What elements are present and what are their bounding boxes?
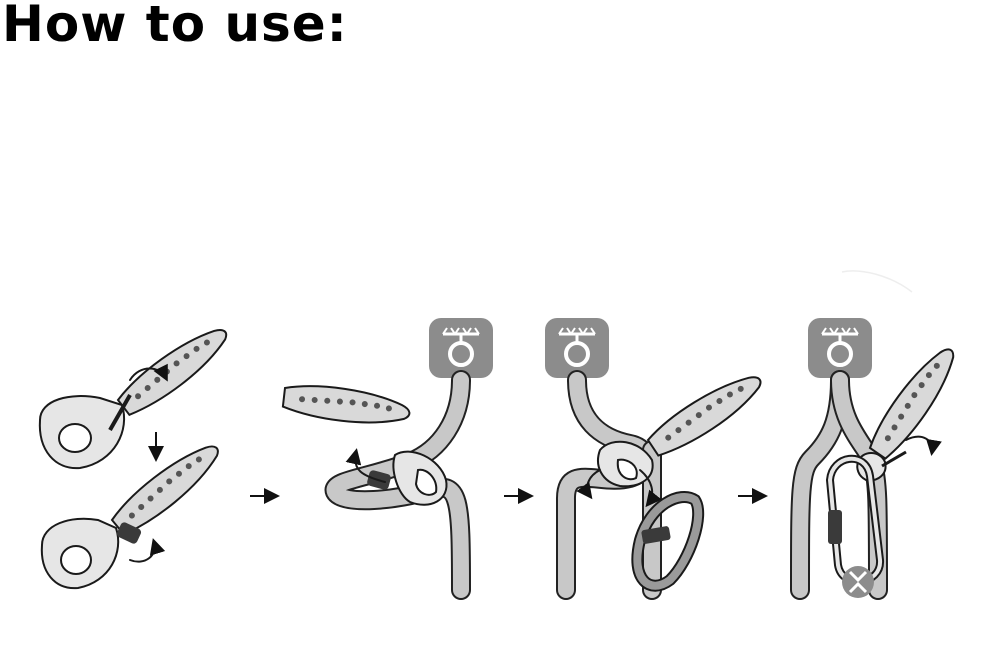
step-3 [543, 316, 774, 600]
step-4 [790, 316, 979, 600]
anchor-point-icon [543, 316, 611, 380]
rotate-arrow-icon [129, 363, 168, 382]
carabiner-icon [631, 490, 705, 592]
locked-gate-icon [842, 566, 874, 598]
step-1-device-top [38, 325, 242, 470]
step-2 [277, 316, 495, 600]
step-1-device-bottom [40, 442, 235, 590]
anchor-point-icon [427, 316, 495, 380]
anchor-point-icon [806, 316, 874, 380]
page-title: How to use: [2, 0, 348, 53]
